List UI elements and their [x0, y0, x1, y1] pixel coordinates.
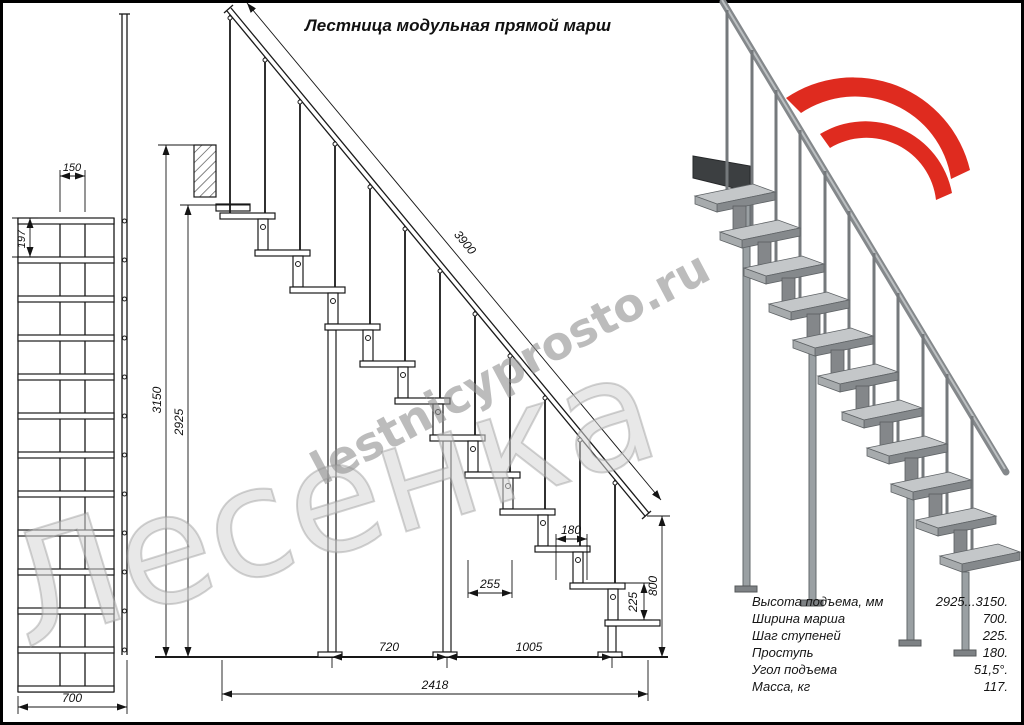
iso-balusters — [725, 10, 974, 556]
logo-swoosh-outer — [786, 77, 970, 179]
wall-mount — [193, 144, 217, 198]
front-view: 150 197 700 — [12, 13, 130, 714]
tread-depth-label: 180 — [561, 523, 581, 537]
march-height-label: 2925 — [172, 408, 186, 436]
dim-post-spans: 720 1005 — [331, 640, 613, 668]
post-span-1-label: 720 — [379, 640, 399, 654]
front-dim-step-pitch: 197 — [12, 217, 38, 258]
post-span-2-label: 1005 — [516, 640, 543, 654]
spec-value-height: 2925...3150. — [935, 594, 1008, 609]
dim-march-height: 2925 — [172, 204, 250, 657]
spec-label-step: Шаг ступеней — [752, 628, 841, 643]
dim-total-height: 3150 — [150, 144, 216, 657]
march-width-label: 700 — [62, 691, 82, 705]
total-height-label: 3150 — [150, 386, 164, 413]
side-view: 3150 2925 3900 180 255 225 — [150, 2, 670, 701]
logo-swoosh-inner — [820, 121, 952, 200]
total-run-label: 2418 — [421, 678, 449, 692]
spec-label-height: Высота подъема, мм — [752, 594, 883, 609]
spec-value-tread: 180. — [983, 645, 1008, 660]
spec-value-step: 225. — [982, 628, 1008, 643]
dim-step-rise: 225 — [622, 582, 652, 621]
front-dim-march-width: 700 — [17, 660, 128, 714]
iso-view — [692, 0, 1022, 657]
spec-label-mass: Масса, кг — [752, 679, 811, 694]
spec-value-width: 700. — [983, 611, 1008, 626]
drawing-title: Лестница модульная прямой марш — [303, 16, 611, 35]
step-rise-label: 225 — [626, 592, 640, 613]
step-run-label: 255 — [479, 577, 500, 591]
iso-rail — [719, 0, 1010, 476]
front-handrail — [119, 13, 130, 655]
front-dim-module-width: 150 — [59, 162, 86, 212]
spec-label-angle: Угол подъема — [751, 662, 837, 677]
front-rail-joints — [122, 218, 127, 653]
module-width-label: 150 — [63, 162, 82, 174]
spec-label-width: Ширина марша — [752, 611, 845, 626]
spec-table: Высота подъема, мм 2925...3150. Ширина м… — [751, 594, 1008, 694]
spec-label-tread: Проступь — [752, 645, 814, 660]
front-steps — [17, 217, 115, 693]
dim-total-run: 2418 — [221, 660, 649, 701]
brand-logo — [786, 77, 970, 200]
rail-end-height-label: 800 — [646, 576, 660, 596]
dim-rail-end-height: 800 — [646, 515, 670, 657]
dim-tread-depth: 180 — [555, 523, 588, 580]
dim-step-run: 255 — [467, 560, 513, 598]
iso-steps — [693, 183, 1022, 573]
spec-value-angle: 51,5°. — [974, 662, 1008, 677]
step-pitch-label: 197 — [16, 229, 28, 248]
spec-value-mass: 117. — [984, 679, 1008, 694]
